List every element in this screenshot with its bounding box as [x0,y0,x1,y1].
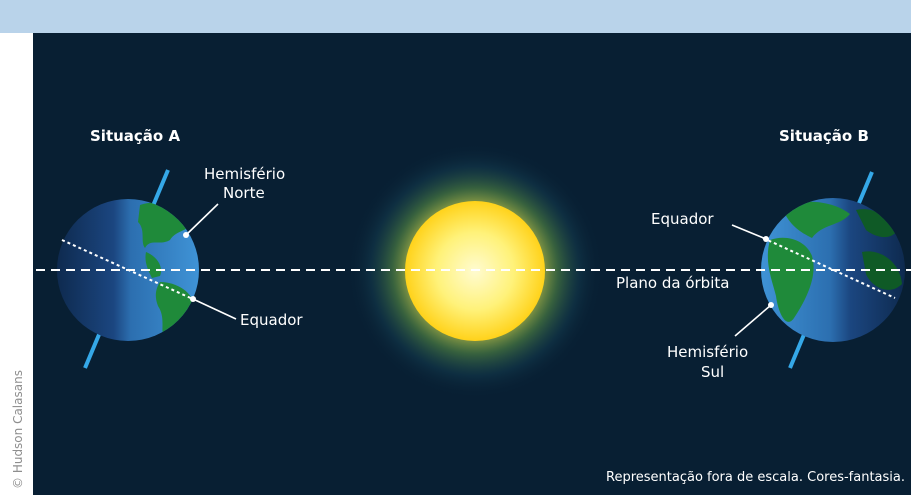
label-hemisphere-south-line2: Sul [701,363,724,381]
scale-footnote: Representação fora de escala. Cores-fant… [606,470,905,485]
orbit-plane-label: Plano da órbita [616,274,729,292]
label-equator-a: Equador [240,311,303,329]
earth-b-equator-line [762,237,896,299]
label-equator-b: Equador [651,210,714,228]
situation-a-title: Situação A [90,127,180,145]
situation-b-title: Situação B [779,127,869,145]
label-hemisphere-north-line1: Hemisfério [204,165,285,183]
label-hemisphere-south-line1: Hemisfério [667,343,748,361]
credit-strip: © Hudson Calasans [0,33,33,495]
label-hemisphere-north-line2: Norte [223,184,265,202]
